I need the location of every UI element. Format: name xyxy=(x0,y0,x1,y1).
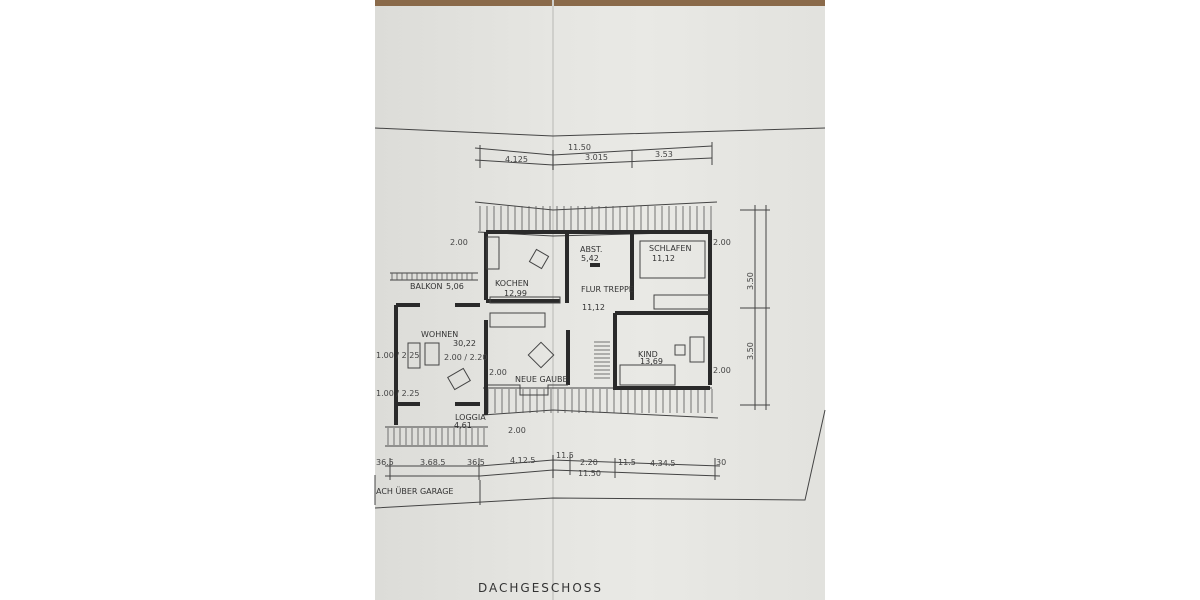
wood-edge xyxy=(375,0,825,6)
height-label: 1.00 / 2.25 xyxy=(376,351,419,360)
svg-text:13,69: 13,69 xyxy=(640,357,663,366)
balkon-hatch xyxy=(390,272,478,281)
garage-note: ACH ÜBER GARAGE xyxy=(376,486,453,496)
svg-text:30,22: 30,22 xyxy=(453,339,476,348)
room-kind: KIND 13,69 xyxy=(638,350,663,366)
height-label: 2.00 xyxy=(508,426,526,435)
height-label: 2.00 / 2.20 xyxy=(444,353,487,362)
room-abst: ABST. 5,42 xyxy=(580,245,602,263)
plan-title: DACHGESCHOSS xyxy=(478,581,603,595)
svg-text:ABST.: ABST. xyxy=(580,245,602,254)
top-dimension-lines xyxy=(474,142,713,170)
dim-bottom: 2.20 xyxy=(580,458,598,467)
svg-text:NEUE GAUBE: NEUE GAUBE xyxy=(515,375,568,384)
dim-bottom: 36.5 xyxy=(376,458,394,467)
furniture xyxy=(407,236,710,391)
svg-text:FLUR TREPPE: FLUR TREPPE xyxy=(581,285,634,294)
dim-top-2: 3.015 xyxy=(585,153,608,162)
stair xyxy=(594,341,610,379)
height-label: 2.00 xyxy=(450,238,468,247)
frame-line-top xyxy=(374,127,826,137)
height-label: 2.00 xyxy=(713,366,731,375)
dim-top-total: 11.50 xyxy=(568,143,591,152)
walls xyxy=(394,230,712,425)
room-kochen: KOCHEN 12,99 xyxy=(495,279,529,298)
room-schlafen: SCHLAFEN 11,12 xyxy=(649,244,691,263)
room-wohnen: WOHNEN 30,22 xyxy=(421,330,476,348)
height-label: 1.00 / 2.25 xyxy=(376,389,419,398)
svg-text:5,42: 5,42 xyxy=(581,254,599,263)
height-label: 2.00 xyxy=(489,368,507,377)
svg-text:5,06: 5,06 xyxy=(446,282,464,291)
room-loggia: LOGGIA 4,61 xyxy=(454,413,486,430)
svg-text:WOHNEN: WOHNEN xyxy=(421,330,458,339)
frame-line-bottom xyxy=(374,409,826,509)
dim-right-2: 3.50 xyxy=(746,342,755,360)
dim-bottom: 11.5 xyxy=(556,451,574,460)
dim-bottom: 36.5 xyxy=(467,458,485,467)
dim-top-3: 3.53 xyxy=(655,150,673,159)
svg-text:KIND: KIND xyxy=(638,350,658,359)
loggia-hatch xyxy=(385,426,488,447)
dim-top-1: 4.125 xyxy=(505,155,528,164)
svg-text:BALKON: BALKON xyxy=(410,282,443,291)
room-neue-gaube: NEUE GAUBE xyxy=(515,375,568,384)
dim-bottom: 3.68.5 xyxy=(420,458,445,467)
svg-text:LOGGIA: LOGGIA xyxy=(455,413,486,422)
roof-hatch-bottom xyxy=(482,387,719,419)
room-balkon: BALKON 5,06 xyxy=(410,282,464,291)
svg-text:11,12: 11,12 xyxy=(582,303,605,312)
dim-right-1: 3.50 xyxy=(746,272,755,290)
svg-text:11,12: 11,12 xyxy=(652,254,675,263)
dim-bottom-total: 11.50 xyxy=(578,469,601,478)
dim-bottom: 11.5 xyxy=(618,458,636,467)
room-flur-treppe: FLUR TREPPE 11,12 xyxy=(581,285,634,312)
bottom-dimension-lines xyxy=(374,455,721,505)
svg-text:12,99: 12,99 xyxy=(504,289,527,298)
svg-text:4,61: 4,61 xyxy=(454,421,472,430)
dim-bottom: 4.34.5 xyxy=(650,459,675,468)
dim-bottom: 4.12.5 xyxy=(510,456,535,465)
height-label: 2.00 xyxy=(713,238,731,247)
right-dimension-lines xyxy=(740,205,770,410)
svg-text:SCHLAFEN: SCHLAFEN xyxy=(649,244,691,253)
dim-bottom: 30 xyxy=(716,458,726,467)
svg-text:KOCHEN: KOCHEN xyxy=(495,279,529,288)
